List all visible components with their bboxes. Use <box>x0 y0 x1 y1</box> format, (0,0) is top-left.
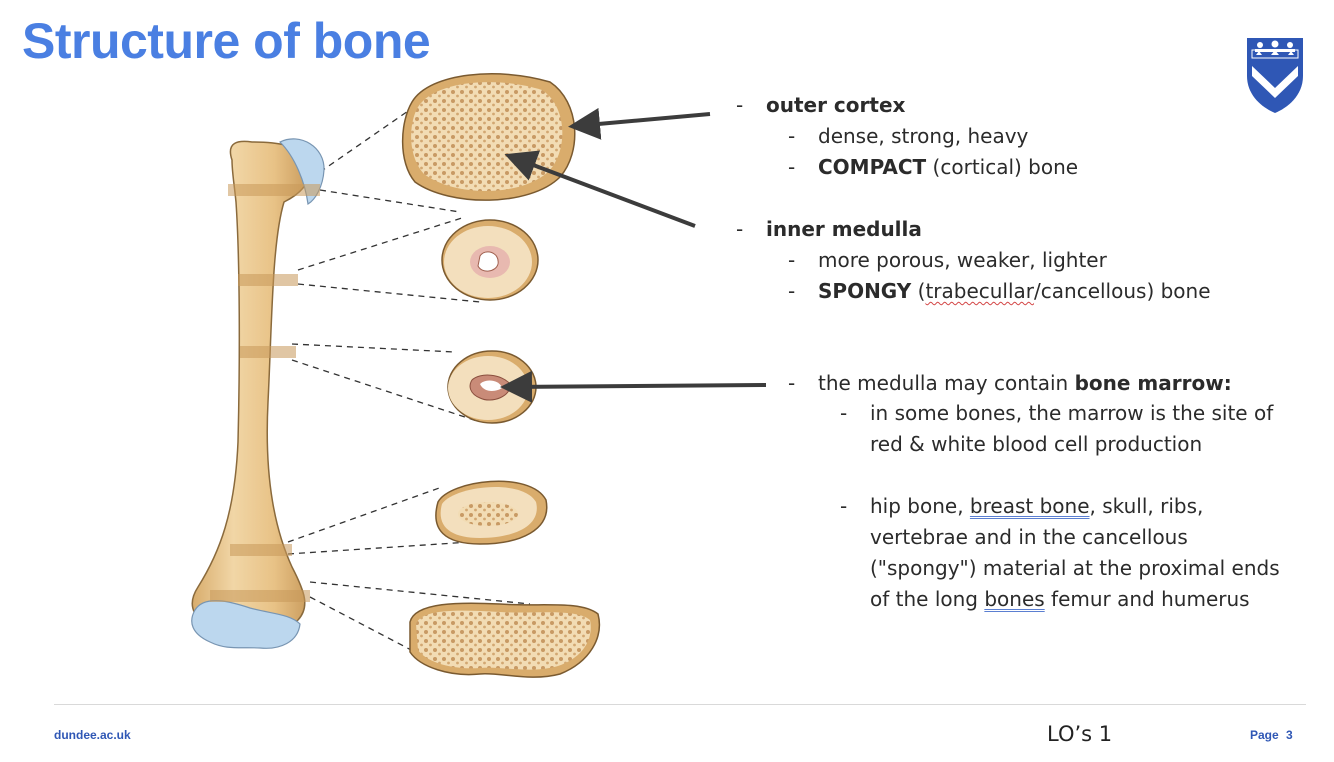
bullet-outer-cortex: -outer cortex <box>736 93 906 117</box>
bullet-bone-marrow: -the medulla may contain bone marrow: <box>788 371 1232 395</box>
page-number: Page 3 <box>1250 728 1293 742</box>
section-lower-shaft <box>435 480 548 545</box>
bone-illustration <box>191 73 600 678</box>
sub-bullet-continuation: vertebrae and in the cancellous <box>870 525 1188 549</box>
sub-bullet: -COMPACT (cortical) bone <box>788 155 1079 179</box>
section-top-head <box>401 73 576 201</box>
section-upper-shaft <box>441 219 539 301</box>
section-mid-shaft <box>447 350 537 424</box>
section-distal-end <box>409 602 600 678</box>
grammar-underline: breast bone <box>969 494 1090 518</box>
footer-divider <box>54 704 1306 705</box>
sub-bullet: -SPONGY (trabecullar/cancellous) bone <box>788 279 1211 303</box>
sub-bullet: -in some bones, the marrow is the site o… <box>840 401 1274 425</box>
sub-bullet-continuation: ("spongy") material at the proximal ends <box>870 556 1280 580</box>
bullet-inner-medulla: -inner medulla <box>736 217 922 241</box>
bullet-heading: outer cortex <box>766 93 906 117</box>
connector-lines <box>287 81 531 653</box>
sub-bullet: -dense, strong, heavy <box>788 124 1029 148</box>
bullet-heading: inner medulla <box>766 217 922 241</box>
footer-label: LO’s 1 <box>1047 722 1113 746</box>
humerus-bone <box>191 138 325 649</box>
sub-bullet-continuation: red & white blood cell production <box>870 432 1203 456</box>
sub-bullet: -more porous, weaker, lighter <box>788 248 1107 272</box>
grammar-underline: bones <box>984 587 1045 611</box>
slide-title: Structure of bone <box>22 13 431 69</box>
spellcheck-underline: trabecullar <box>925 279 1035 303</box>
sub-bullet: -hip bone, breast bone, skull, ribs, <box>840 494 1204 518</box>
university-shield-icon <box>1247 38 1303 113</box>
footer-url: dundee.ac.uk <box>54 728 131 742</box>
sub-bullet-continuation: of the long bones femur and humerus <box>870 587 1250 611</box>
